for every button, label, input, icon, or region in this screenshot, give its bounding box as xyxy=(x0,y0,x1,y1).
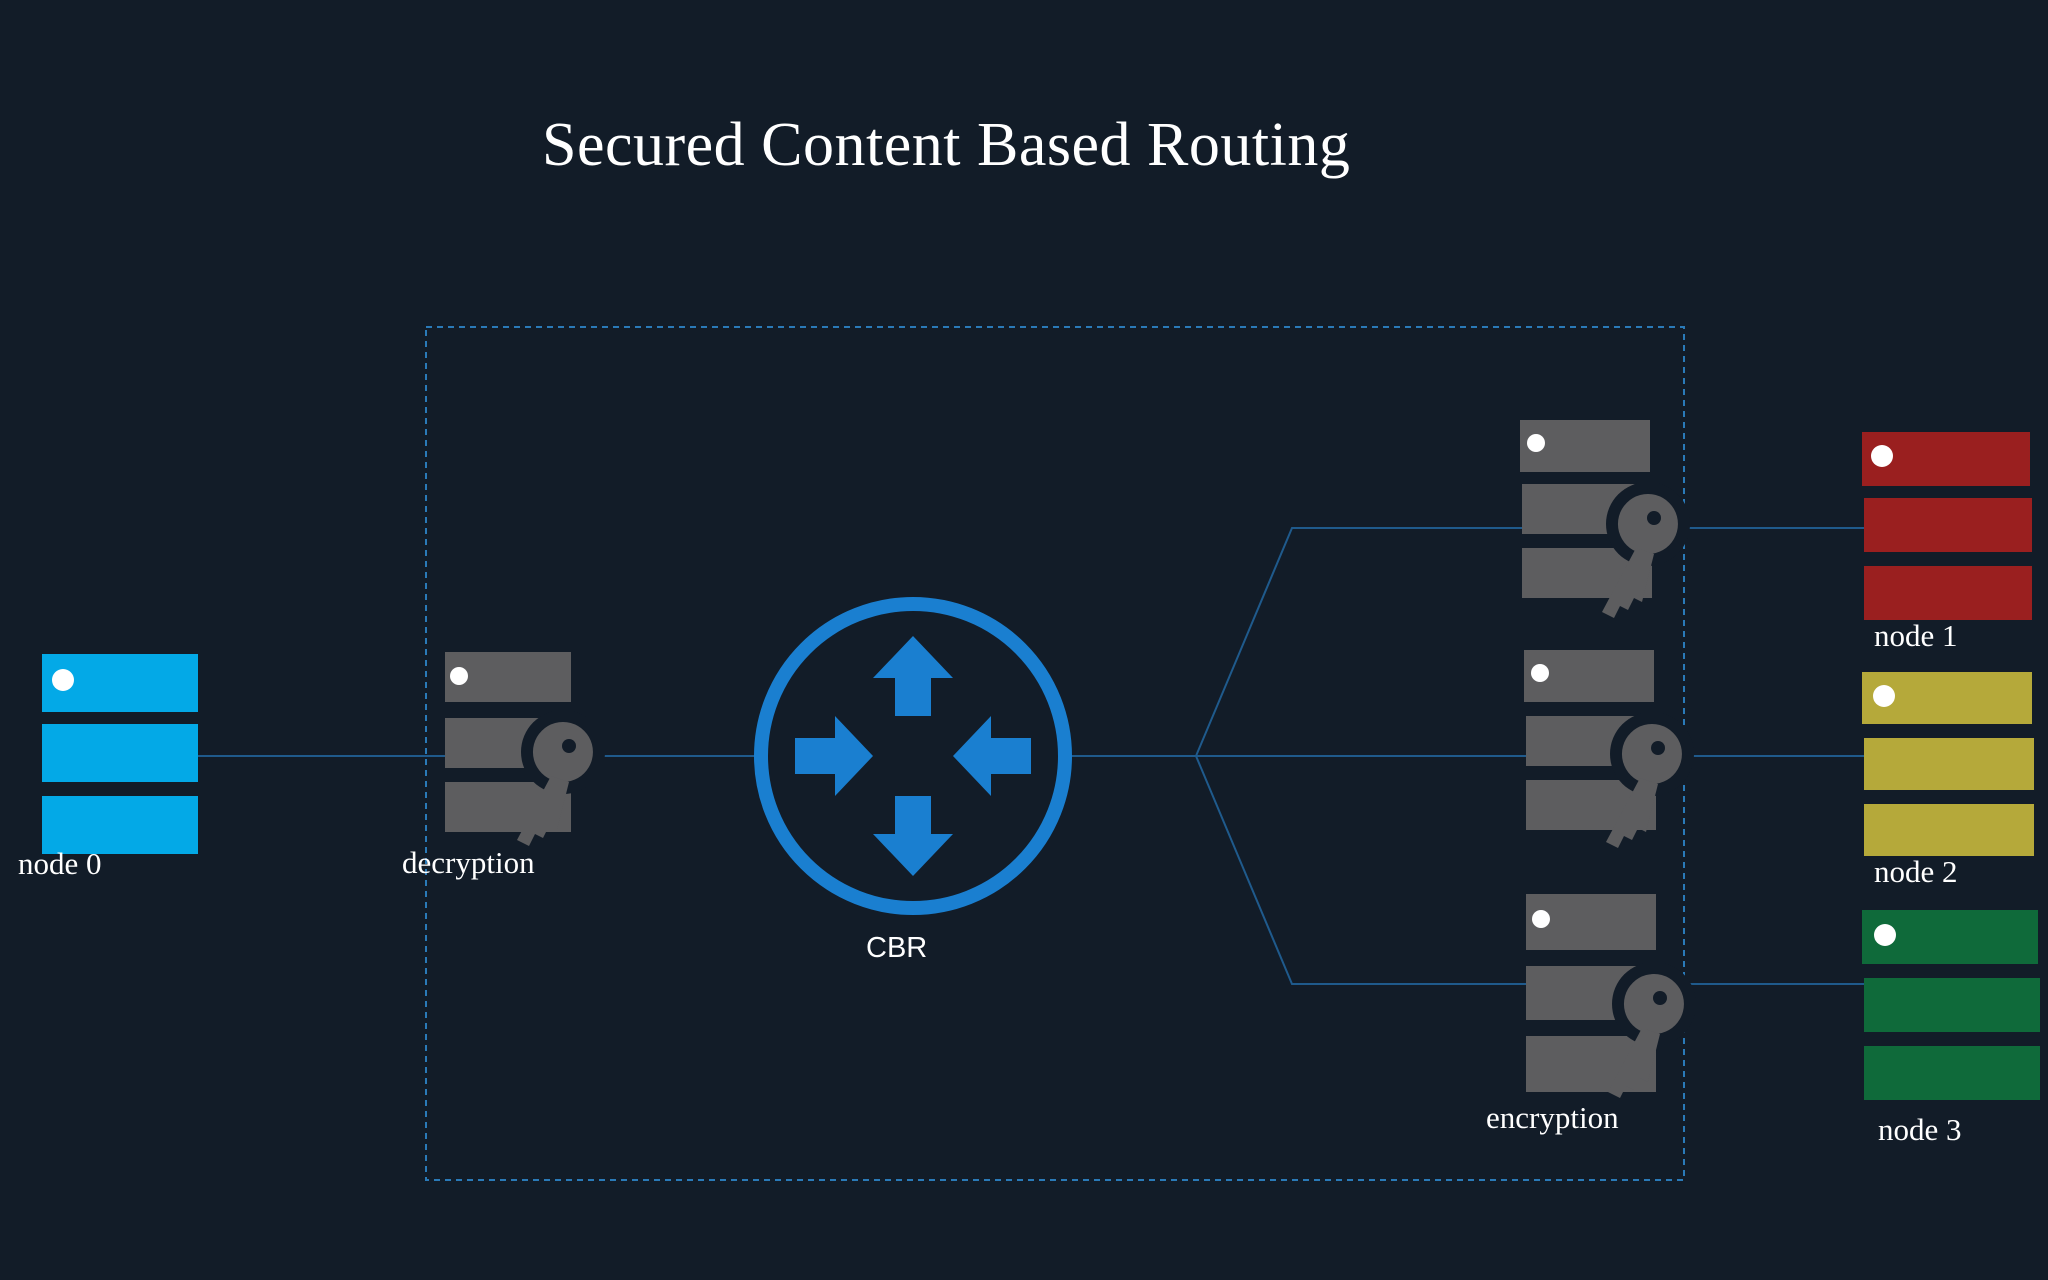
decryption-label: decryption xyxy=(402,845,535,880)
encryption-server-key-icon-1 xyxy=(1520,420,1690,618)
connector-lines xyxy=(198,527,1864,985)
node3-server-icon xyxy=(1862,910,2040,1100)
cbr-router-icon xyxy=(754,597,1072,915)
decryption-server-key-icon xyxy=(445,652,605,846)
encryption-server-key-icon-3 xyxy=(1526,894,1696,1098)
node2-label: node 2 xyxy=(1874,854,1958,889)
encryption-server-key-icon-2 xyxy=(1524,650,1694,848)
diagram-title: Secured Content Based Routing xyxy=(542,111,1351,179)
node3-label: node 3 xyxy=(1878,1112,1962,1147)
secured-zone-boundary xyxy=(425,326,1685,1181)
node0-server-icon xyxy=(42,654,198,854)
encryption-label: encryption xyxy=(1486,1100,1619,1135)
cbr-label: CBR xyxy=(866,932,928,964)
node1-label: node 1 xyxy=(1874,618,1958,653)
link-split-encryption-3 xyxy=(1195,755,1526,985)
link-split-encryption-1 xyxy=(1195,527,1522,757)
node1-server-icon xyxy=(1862,432,2032,620)
node2-server-icon xyxy=(1862,672,2034,856)
node0-label: node 0 xyxy=(18,846,102,881)
